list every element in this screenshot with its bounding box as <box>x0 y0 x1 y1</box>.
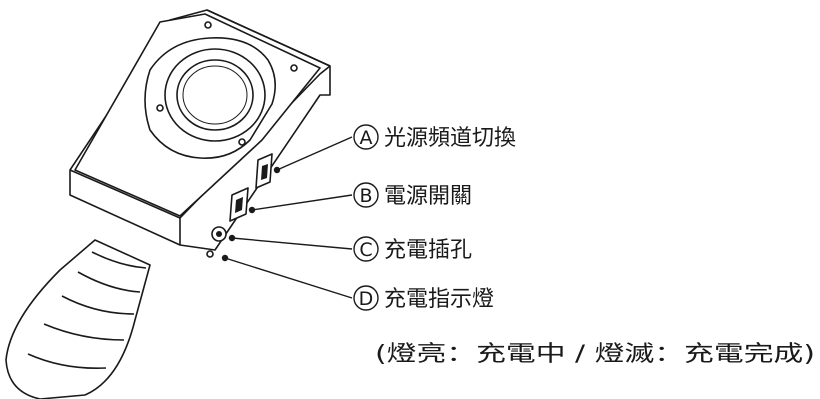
callout-d-letter: D <box>359 288 374 310</box>
leader-dot-a <box>273 166 281 174</box>
leader-dot-b <box>248 206 256 214</box>
callout-c: C 充電插孔 <box>353 236 472 263</box>
lens <box>176 59 254 131</box>
charge-indicator <box>206 250 214 258</box>
callout-b: B 電源開關 <box>353 182 472 209</box>
device-illustration <box>5 9 331 399</box>
callout-d: D 充電指示燈 <box>353 285 494 312</box>
leader-line-b <box>251 194 353 211</box>
leader-line-c <box>231 237 353 250</box>
callout-a-letter: A <box>360 127 373 149</box>
callout-b-letter: B <box>359 185 372 207</box>
callout-c-badge <box>353 236 379 262</box>
callout-c-letter: C <box>359 239 372 261</box>
leader-dot-d <box>221 254 229 262</box>
handle <box>5 239 151 399</box>
callout-b-badge <box>353 182 379 208</box>
charge-indicator-note: (燈亮：充電中 / 燈滅：充電完成) <box>375 342 815 367</box>
callout-a: A 光源頻道切換 <box>353 124 516 151</box>
leader-line-d <box>224 257 353 299</box>
leader-dots <box>221 166 281 262</box>
callout-d-label: 充電指示燈 <box>384 287 494 312</box>
callout-a-label: 光源頻道切換 <box>384 126 516 151</box>
callout-d-badge <box>353 285 379 311</box>
device-body <box>69 9 331 258</box>
callout-a-badge <box>353 124 379 150</box>
callout-c-label: 充電插孔 <box>384 238 472 263</box>
leader-lines <box>224 136 353 299</box>
leader-line-a <box>276 136 353 171</box>
leader-dot-c <box>228 234 236 242</box>
callout-b-label: 電源開關 <box>384 184 472 209</box>
